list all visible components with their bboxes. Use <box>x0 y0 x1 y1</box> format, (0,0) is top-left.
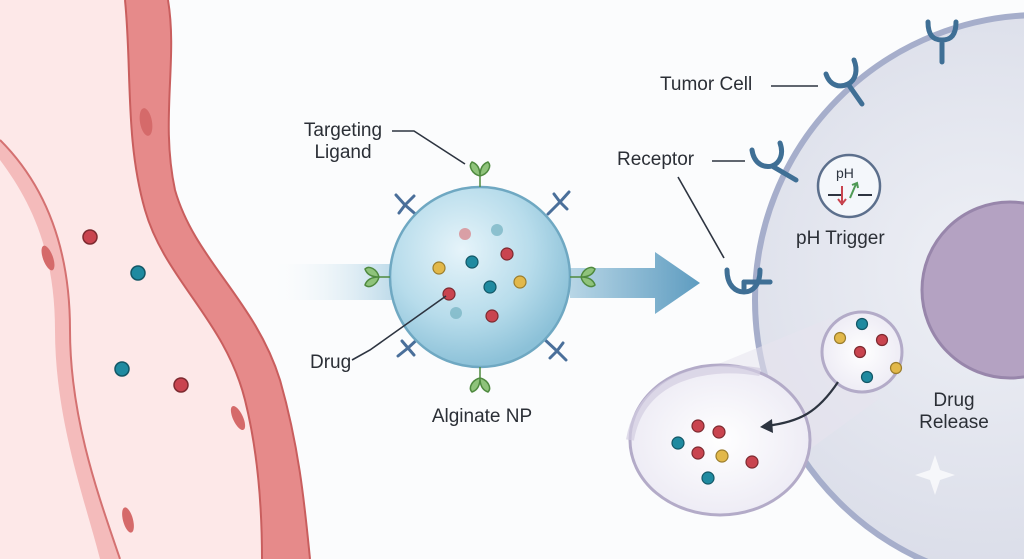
receptor <box>749 140 799 183</box>
drug-particle <box>450 307 462 319</box>
drug-particle <box>715 449 729 463</box>
nanoparticle-body <box>388 185 572 369</box>
drug-particle <box>173 377 189 393</box>
drug-particle <box>701 471 715 485</box>
drug-particle <box>130 265 146 281</box>
release-arrow-icon <box>765 381 839 428</box>
drug-particle <box>114 361 130 377</box>
drug-label: Drug <box>310 352 352 373</box>
drug-particle <box>82 229 98 245</box>
ligand <box>570 266 596 288</box>
drug-particle <box>500 247 514 261</box>
delivery-arrow <box>570 252 700 314</box>
ligand <box>469 367 491 393</box>
endothelial-nucleus <box>41 245 55 271</box>
drug-particle <box>483 280 497 294</box>
ligand <box>364 266 390 288</box>
drug-release-zoom <box>626 310 904 517</box>
drug-particle <box>491 224 503 236</box>
drug-release-label: Drug Release <box>904 390 1004 434</box>
ph-trigger-icon <box>816 153 882 219</box>
targeting-ligand-label-line1: Targeting <box>303 120 383 141</box>
drug-particle <box>889 361 903 375</box>
alginate-nanoparticle <box>364 161 596 393</box>
drug-particle <box>485 309 499 323</box>
receptor-label: Receptor <box>617 149 695 170</box>
drug-particle <box>691 446 705 460</box>
drug-particle <box>833 331 847 345</box>
drug-particle <box>465 255 479 269</box>
receptor <box>823 57 865 107</box>
drug-particle <box>432 261 446 275</box>
endothelial-nucleus <box>122 507 134 533</box>
ph-icon-text: pH <box>836 165 854 181</box>
drug-particle <box>745 455 759 469</box>
drug-particle <box>712 425 726 439</box>
drug-particle <box>671 436 685 450</box>
blood-vessel <box>0 0 311 559</box>
drug-particle <box>853 345 867 359</box>
targeting-ligand-label-line2: Ligand <box>314 142 372 163</box>
tumor-cell-label: Tumor Cell <box>660 74 753 95</box>
drug-particle <box>875 333 889 347</box>
drug-release-label-line1: Drug <box>933 390 975 411</box>
ligand <box>469 161 491 187</box>
drug-particle <box>442 287 456 301</box>
endothelial-nucleus <box>139 108 153 136</box>
cell-nucleus <box>920 200 1024 380</box>
drug-particle <box>691 419 705 433</box>
alginate-np-label: Alginate NP <box>431 406 533 427</box>
drug-particle <box>459 228 471 240</box>
drug-particle <box>855 317 869 331</box>
receptor <box>925 19 959 65</box>
ph-trigger-label: pH Trigger <box>796 228 885 249</box>
drug-release-label-line2: Release <box>919 412 989 433</box>
endothelial-nucleus <box>230 406 246 430</box>
targeting-ligand-label: Targeting Ligand <box>290 120 396 164</box>
drug-particle <box>860 370 874 384</box>
leader-lines <box>351 85 818 361</box>
drug-particle <box>513 275 527 289</box>
sparkle-icon <box>915 455 955 495</box>
